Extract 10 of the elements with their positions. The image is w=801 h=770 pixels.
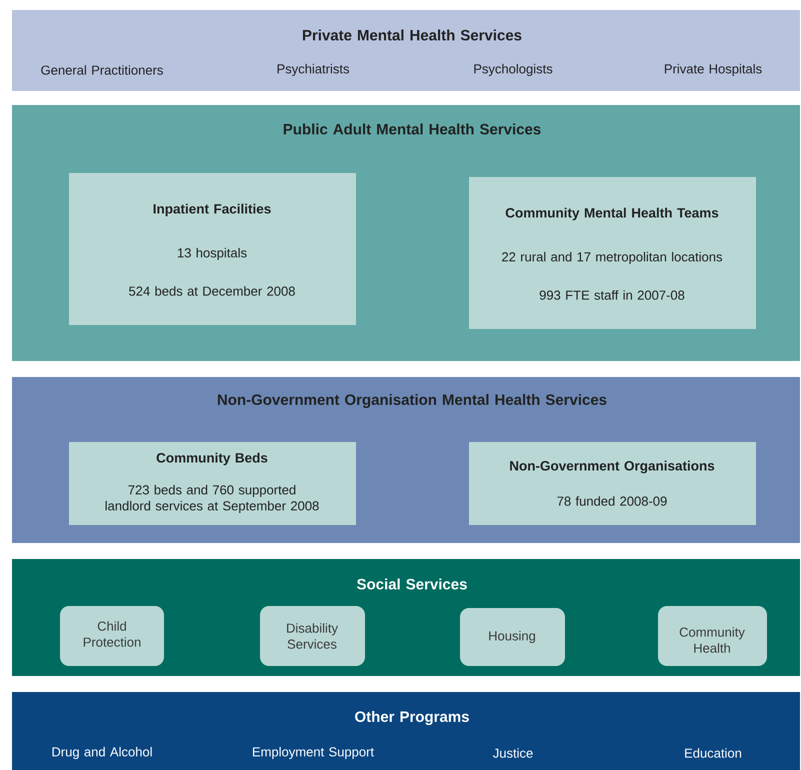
service-box: Non-Government Organisations 78 funded 2008-09 (469, 442, 756, 525)
service-band: Private Mental Health Services General Practitioners Psychiatrists Psychologists Private Hospitals (12, 10, 800, 91)
service-box: Inpatient Facilities 13 hospitals 524 beds at December 2008 (69, 173, 356, 325)
service-box: Child Protection (60, 606, 164, 666)
service-box: Housing (460, 608, 565, 666)
service-band: Other Programs Drug and Alcohol Employment Support Justice Education (12, 692, 800, 770)
service-box: Disability Services (260, 606, 365, 666)
service-box: Community Mental Health Teams 22 rural and 17 metropolitan locations 993 FTE staff in 2007-08 (469, 177, 756, 329)
service-box: Community Beds 723 beds and 760 supported landlord services at September 2008 (69, 442, 356, 525)
service-box: Community Health (658, 606, 767, 666)
